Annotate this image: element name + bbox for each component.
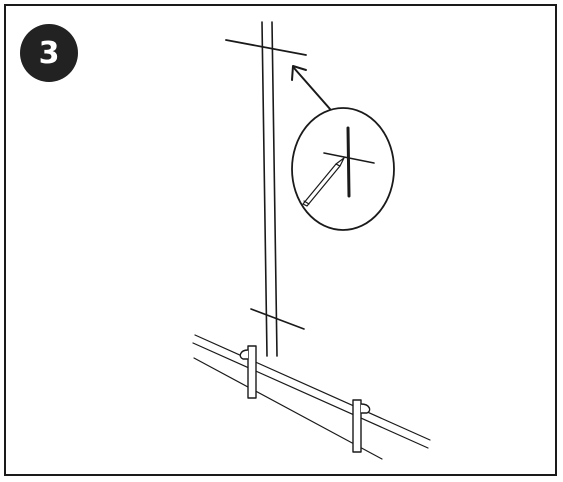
magnifier-circle: [291, 107, 395, 231]
step-number-badge: 3: [20, 24, 78, 82]
step-number: 3: [38, 35, 60, 71]
bottom-cross-mark: [250, 308, 305, 330]
vertical-guide-lines: [261, 21, 278, 357]
pencil-icon: [302, 157, 345, 207]
left-bracket: [239, 345, 257, 399]
magnified-cross-mark: [323, 126, 375, 198]
top-cross-mark: [225, 39, 307, 56]
right-bracket: [352, 399, 371, 453]
arrow-icon: [291, 65, 331, 110]
rail-lines: [192, 334, 431, 460]
illustration-frame: [4, 4, 557, 476]
